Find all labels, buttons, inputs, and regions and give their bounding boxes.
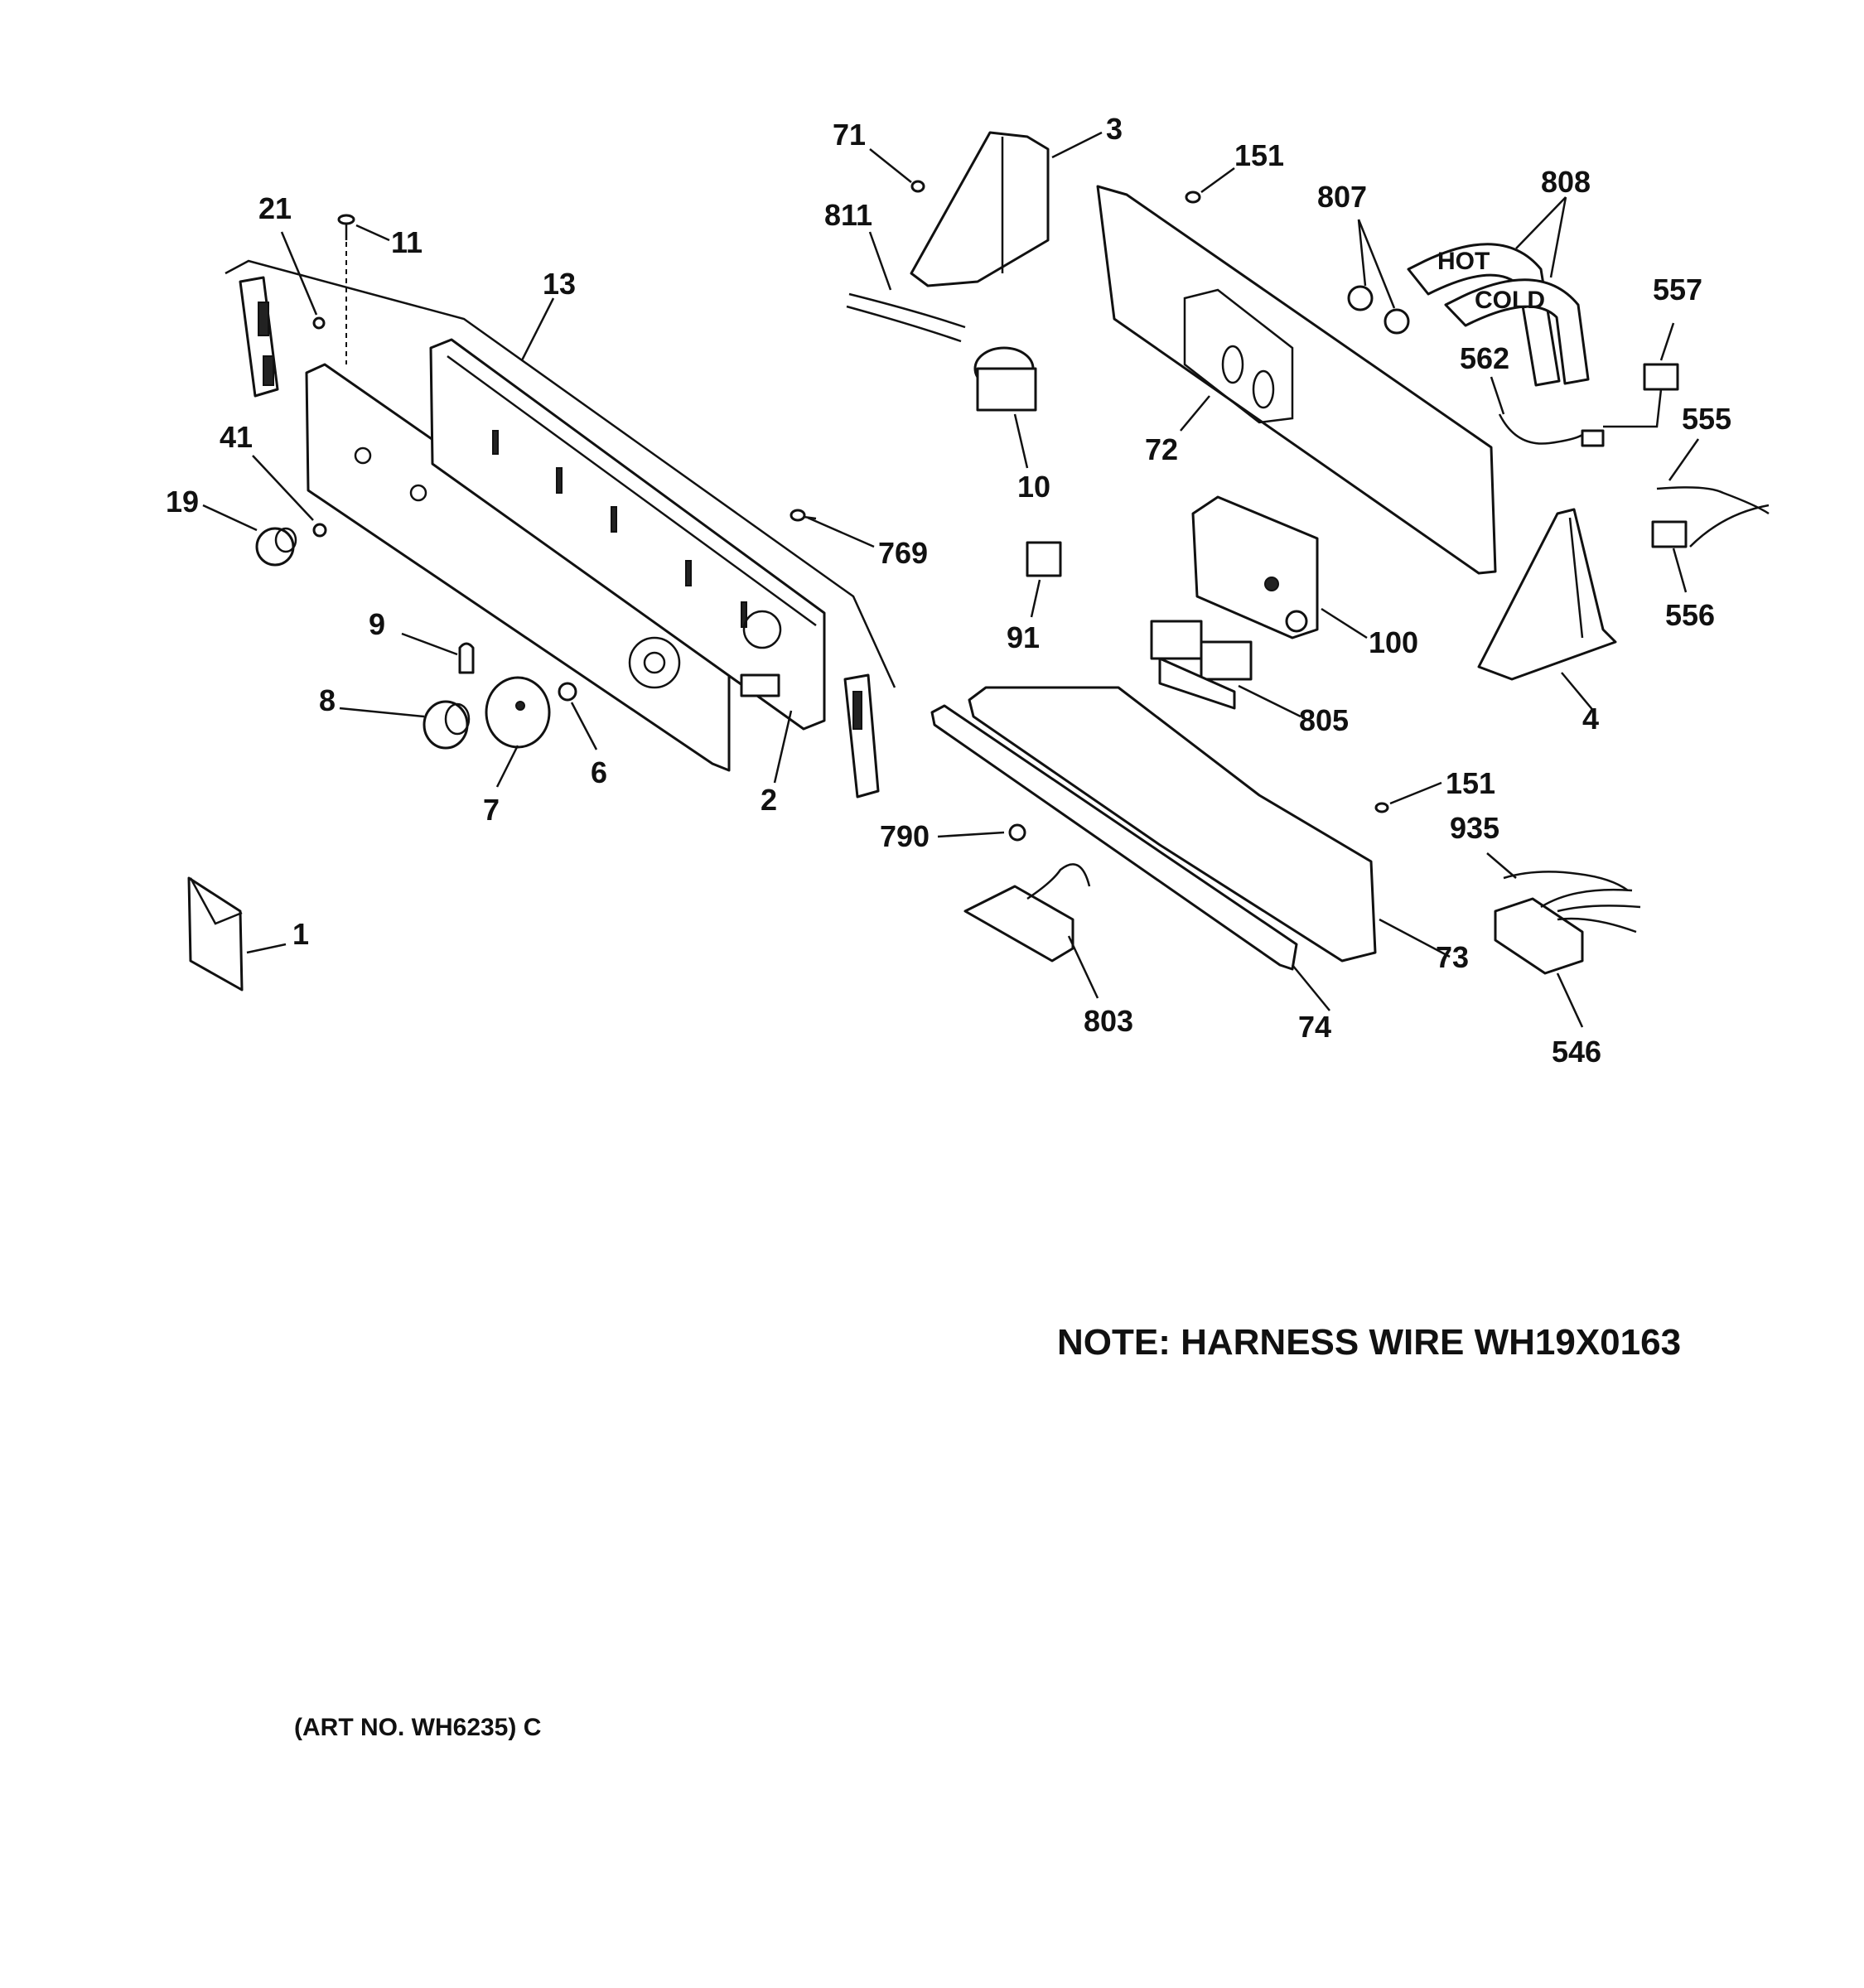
callout-555: 555 — [1682, 402, 1731, 436]
part-73-support — [968, 686, 1377, 963]
part-562-wire — [1498, 413, 1583, 445]
callout-19: 19 — [166, 485, 199, 519]
callout-546: 546 — [1552, 1035, 1601, 1069]
part-556-connector — [1651, 520, 1688, 548]
control-panel-group — [187, 214, 896, 992]
callout-2: 2 — [761, 783, 777, 817]
part-790-clip — [1008, 823, 1026, 842]
callout-808: 808 — [1541, 165, 1591, 199]
callout-3: 3 — [1106, 112, 1123, 146]
timer-valve-group — [1150, 495, 1319, 710]
part-72-backsplash — [1096, 185, 1497, 575]
part-19-knob — [255, 527, 297, 567]
screw-11 — [337, 214, 355, 240]
part-41-clip — [312, 523, 327, 538]
part-8-knob — [423, 700, 471, 750]
callout-151-top: 151 — [1234, 138, 1284, 172]
callout-769: 769 — [878, 536, 928, 570]
callout-73: 73 — [1436, 940, 1469, 974]
part-13-control-panel — [305, 363, 731, 772]
art-number: (ART NO. WH6235) C — [294, 1714, 541, 1741]
lower-rail-group — [930, 686, 1641, 975]
callout-41: 41 — [220, 420, 253, 454]
screw-71 — [910, 180, 925, 193]
screw-21 — [312, 316, 326, 330]
callout-1: 1 — [292, 917, 309, 951]
part-4-bracket — [1477, 508, 1617, 681]
part-808-hoses: HOT COLD — [1407, 243, 1590, 387]
callout-151-lower: 151 — [1446, 766, 1495, 800]
part-557-plug — [1603, 363, 1679, 428]
callout-8: 8 — [319, 683, 336, 717]
screw-151-top — [1185, 191, 1201, 204]
part-2-panel-frame — [429, 338, 826, 731]
part-805-valve — [1150, 620, 1253, 710]
part-end-cap-right — [843, 673, 880, 799]
part-21-end-cap — [239, 276, 279, 398]
leader-lines — [202, 131, 1700, 1028]
callout-935: 935 — [1450, 811, 1499, 845]
callout-803: 803 — [1084, 1004, 1133, 1038]
callout-74: 74 — [1298, 1010, 1331, 1044]
callout-21: 21 — [258, 191, 292, 225]
callout-7: 7 — [483, 793, 500, 827]
part-74-rail — [930, 704, 1298, 971]
part-9-clip — [458, 642, 475, 674]
top-middle-group — [846, 131, 1062, 577]
part-807-washer-b — [1384, 308, 1410, 335]
callout-562: 562 — [1460, 341, 1509, 375]
callout-557: 557 — [1653, 273, 1702, 306]
callout-807: 807 — [1317, 180, 1367, 214]
part-6-nut — [558, 682, 577, 702]
callout-11: 11 — [391, 225, 423, 259]
part-1-literature — [187, 876, 244, 992]
part-546-harness — [1494, 888, 1641, 975]
callout-100: 100 — [1369, 625, 1418, 659]
harness-note: NOTE: HARNESS WIRE WH19X0163 — [1057, 1322, 1681, 1363]
callout-805: 805 — [1299, 703, 1349, 737]
part-811-hose — [848, 292, 966, 329]
group-outline — [225, 259, 896, 688]
callout-72: 72 — [1145, 432, 1178, 466]
backsplash-group: HOT COLD — [1096, 185, 1770, 681]
part-7-dial — [485, 676, 551, 749]
part-100-timer — [1191, 495, 1319, 639]
callout-9: 9 — [369, 607, 385, 641]
callout-556: 556 — [1665, 598, 1715, 632]
part-3-bracket — [910, 131, 1050, 287]
callout-4: 4 — [1582, 702, 1599, 736]
hose-label-hot: HOT — [1437, 248, 1490, 275]
part-91-switch — [1026, 541, 1062, 577]
hose-label-cold: COLD — [1475, 287, 1545, 314]
part-803-bracket — [963, 863, 1091, 963]
callout-labels: 21 11 13 41 19 9 8 7 6 2 769 1 71 3 811 … — [166, 112, 1731, 1069]
callout-91: 91 — [1007, 620, 1040, 654]
callout-6: 6 — [591, 755, 607, 789]
callout-811: 811 — [824, 198, 872, 232]
part-10-switch — [973, 346, 1037, 412]
part-935-wire — [1503, 871, 1629, 892]
part-807-washer-a — [1347, 285, 1374, 311]
callout-71: 71 — [833, 118, 866, 152]
callout-10: 10 — [1017, 470, 1050, 504]
screw-151-lower — [1374, 802, 1389, 813]
callout-13: 13 — [543, 267, 576, 301]
callout-790: 790 — [880, 819, 930, 853]
